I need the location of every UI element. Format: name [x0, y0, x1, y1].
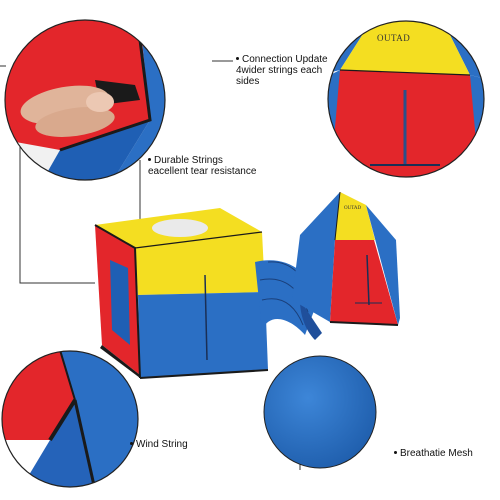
cube-tent [94, 208, 269, 379]
detail-circle-strings [5, 20, 165, 180]
callout-mesh-text: Breathatie Mesh [400, 448, 473, 459]
callout-connection-text: Connection Update 4wider strings each si… [236, 54, 328, 87]
callout-connection: Connection Update 4wider strings each si… [236, 54, 346, 87]
callout-durable-line2: eacellent tear resistance [148, 166, 257, 177]
bullet-dot [148, 157, 151, 161]
detail-circle-wind [2, 351, 138, 487]
bullet-dot [130, 441, 133, 445]
brand-logo-top: OUTAD [377, 33, 411, 43]
detail-circle-wind-border [1, 350, 139, 488]
callout-mesh: Breathatie Mesh [394, 448, 500, 459]
callout-wind: Wind String [130, 439, 210, 450]
detail-circle-strings-border [4, 19, 166, 181]
brand-logo-tent: OUTAD [344, 206, 362, 211]
callout-wind-text: Wind String [136, 439, 188, 450]
callout-durable-line1: Durable Strings [154, 155, 223, 166]
detail-circle-mesh [264, 356, 376, 468]
pyramid-tent [292, 191, 400, 326]
bullet-dot [236, 56, 239, 60]
detail-circle-mesh-border [263, 355, 377, 469]
bullet-dot [394, 450, 397, 454]
detail-circle-connection-border [327, 20, 485, 178]
